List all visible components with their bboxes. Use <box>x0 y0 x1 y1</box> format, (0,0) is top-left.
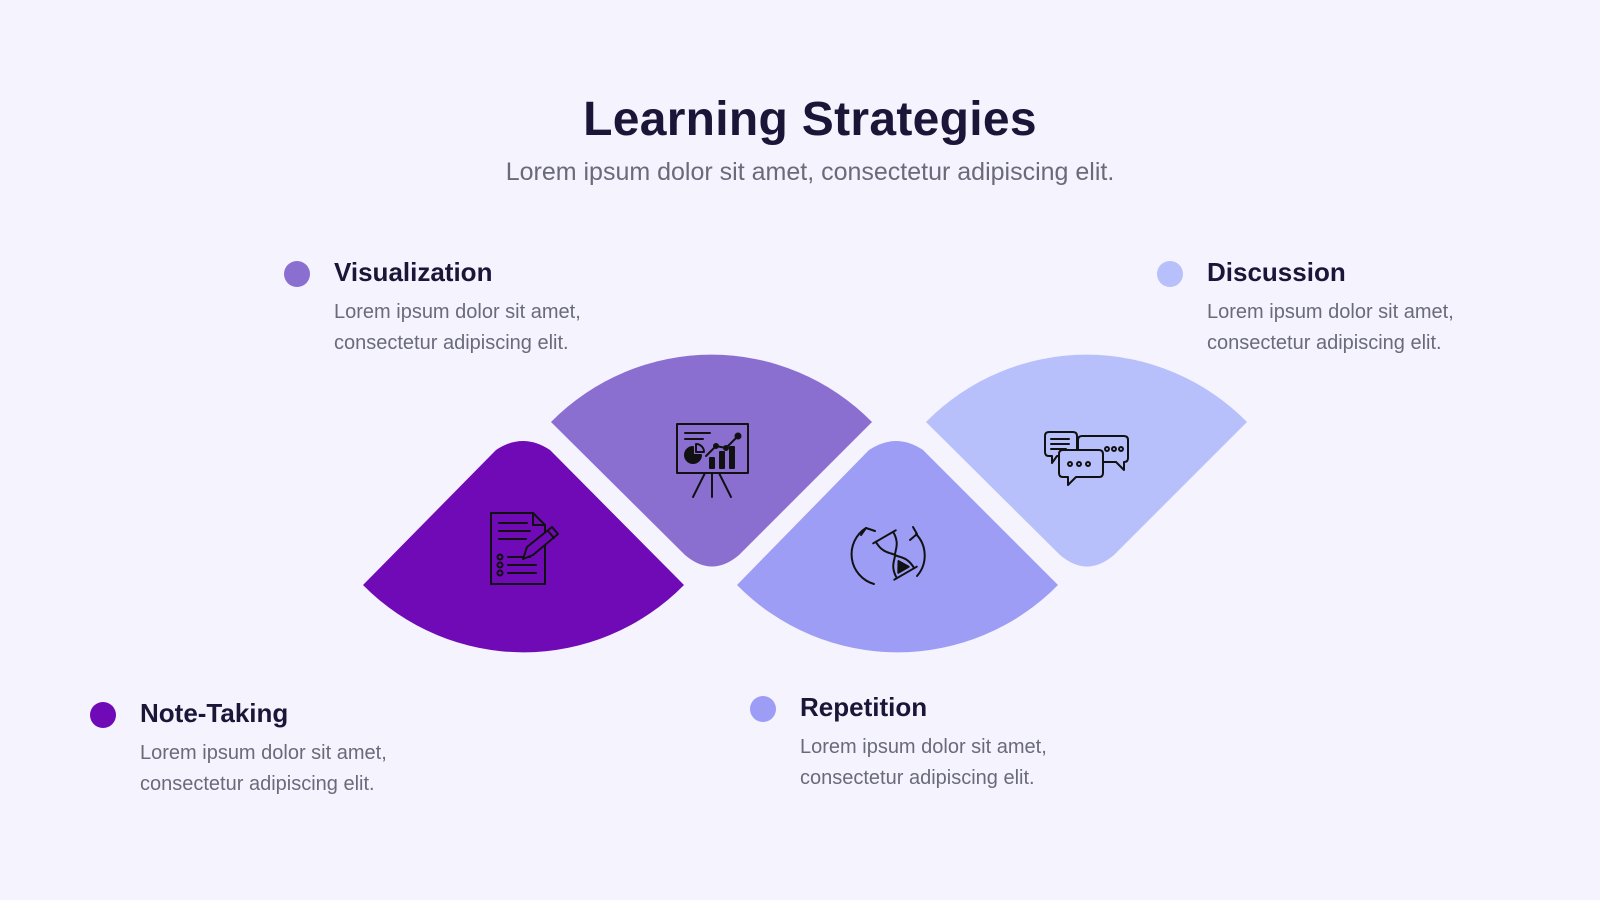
page-title: Learning Strategies <box>583 93 1037 146</box>
speech-bubbles-icon <box>1044 431 1129 486</box>
petal-note-taking <box>363 441 684 653</box>
visualization-heading: Visualization <box>334 257 493 287</box>
discussion-description: Lorem ipsum dolor sit amet, consectetur … <box>1207 301 1454 354</box>
visualization-dot <box>284 261 310 287</box>
visualization-description: Lorem ipsum dolor sit amet, consectetur … <box>334 301 581 354</box>
hourglass-cycle-icon <box>850 526 926 585</box>
note-taking-description: Lorem ipsum dolor sit amet, consectetur … <box>140 742 387 795</box>
note-taking-heading: Note-Taking <box>140 698 289 728</box>
repetition-description: Lorem ipsum dolor sit amet, consectetur … <box>800 736 1047 789</box>
discussion-heading: Discussion <box>1207 257 1346 287</box>
document-pencil-icon <box>490 512 559 585</box>
presentation-chart-icon <box>676 423 749 498</box>
discussion-dot <box>1157 261 1183 287</box>
repetition-dot <box>750 696 776 722</box>
page-subtitle: Lorem ipsum dolor sit amet, consectetur … <box>505 158 1115 186</box>
repetition-heading: Repetition <box>800 692 928 722</box>
note-taking-dot <box>90 702 116 728</box>
